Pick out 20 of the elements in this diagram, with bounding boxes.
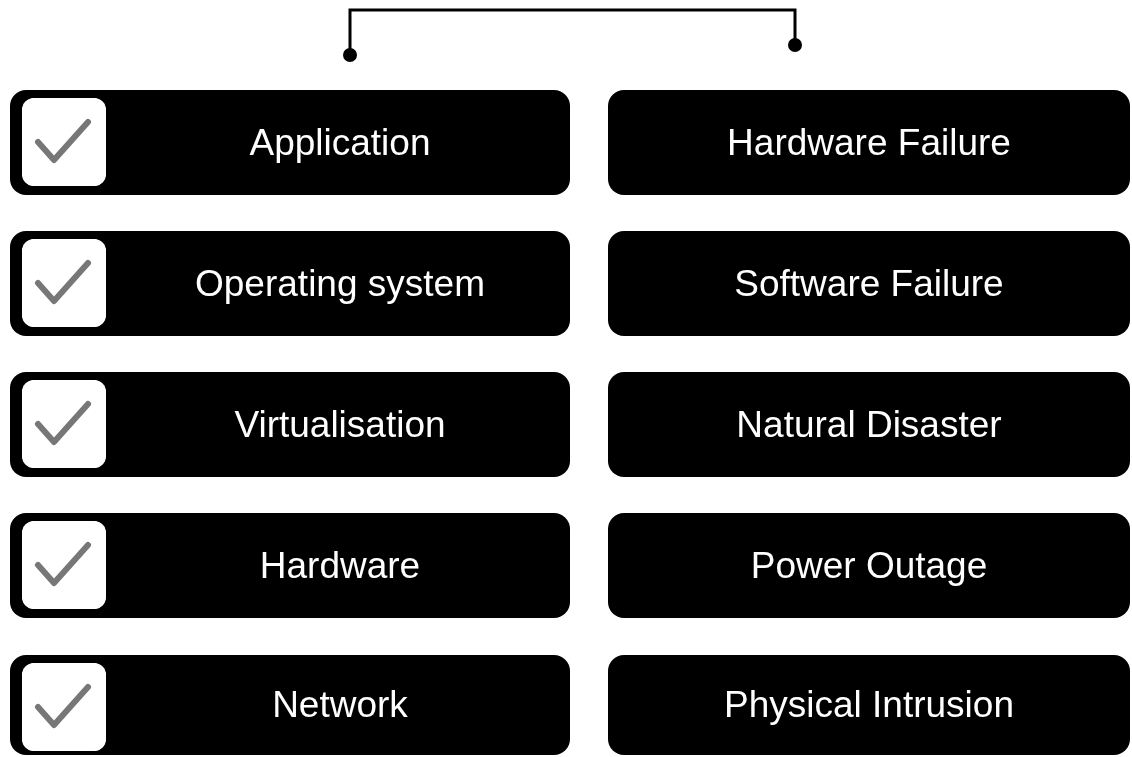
label-box [10,231,570,336]
label-box [10,372,570,477]
label-box [608,372,1130,477]
box-label: Power Outage [750,544,988,587]
label-box [608,90,1130,195]
box-label: Physical Intrusion [724,684,1014,726]
label-box [10,513,570,618]
box-label: Application [249,121,431,164]
label-box [608,513,1130,618]
label-box [10,90,570,195]
box-label: Hardware Failure [727,121,1011,164]
box-label: Natural Disaster [736,403,1002,446]
label-box [608,655,1130,755]
box-label: Virtualisation [234,403,446,446]
box-label: Software Failure [734,262,1004,305]
box-label: Hardware [259,544,421,587]
label-box [608,231,1130,336]
box-label: Network [272,684,408,726]
label-box [10,655,570,755]
box-label: Operating system [195,262,485,305]
